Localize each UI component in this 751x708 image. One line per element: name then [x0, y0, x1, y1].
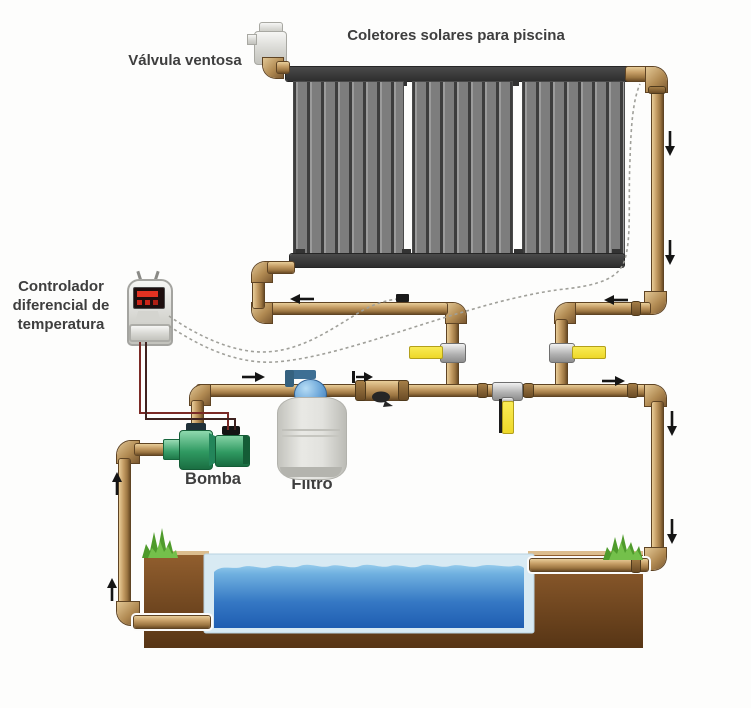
flow-arrow-down-icon [667, 519, 677, 544]
pipe-temperature-sensor [396, 294, 409, 302]
pump-wire-connector [222, 426, 240, 435]
tee-valve-rod [499, 399, 502, 433]
pump-motor-cap [243, 436, 250, 464]
check-valve-marker [352, 371, 355, 383]
pipe-coupling [632, 302, 640, 315]
pipe-coupling [524, 384, 533, 397]
controller-display-digits [137, 291, 158, 297]
deck-edge-right [528, 551, 643, 556]
pool-return-riser [652, 402, 663, 554]
filter-valve-handle-end [285, 370, 294, 387]
flow-arrow-down-icon [665, 131, 675, 156]
controller-label-line1: Controlador [18, 278, 104, 295]
pipe-coupling [649, 87, 665, 93]
controller-display [133, 287, 165, 309]
controller-funnel [135, 311, 161, 322]
collector-outlet-stub [626, 67, 648, 81]
flow-arrow-right-icon [242, 372, 265, 382]
pump-suction-pipe [135, 444, 168, 455]
elbow-suction-bottom [117, 602, 139, 625]
pump-outlet-stub [186, 423, 206, 433]
flow-arrow-down-icon [667, 411, 677, 436]
flow-arrow-down-icon [665, 240, 675, 265]
controller-display-dot [153, 300, 158, 305]
controller-label: Controlador diferencial de temperatura [4, 278, 118, 334]
filter-tank [277, 397, 347, 480]
vent-valve-label: Válvula ventosa [128, 52, 242, 69]
controller-label-line2: diferencial de [12, 296, 110, 314]
flow-arrow-right-icon [602, 376, 625, 386]
pipe-coupling [478, 384, 487, 397]
controller-power-wire-2 [145, 342, 236, 430]
pipe-coupling [628, 384, 637, 397]
elbow-top-right [646, 67, 667, 92]
pump-label: Bomba [185, 470, 241, 488]
tee-valve-handle [502, 401, 514, 434]
check-valve-rib [356, 381, 365, 400]
controller-display-dot [137, 300, 142, 305]
hot-return-pipe [568, 303, 650, 314]
sensor-wire-collector [168, 83, 641, 363]
pump-body [179, 430, 213, 470]
sensor-wire-pipe [168, 298, 399, 353]
controller-power-wire [139, 342, 229, 430]
collector-tab [296, 249, 305, 255]
flow-arrow-left-icon [604, 295, 628, 305]
ball-valve-cold-handle [409, 346, 443, 359]
check-valve-flap-tip [383, 401, 393, 407]
collector-panel-3 [522, 81, 625, 255]
collector-inlet-stub [268, 262, 294, 273]
collector-tab [510, 80, 519, 86]
elbow-return-to-pool [645, 385, 666, 406]
elbow-return-down [555, 303, 575, 323]
collector-panel-2 [412, 81, 513, 255]
collector-feed-pipe [266, 303, 447, 314]
flow-arrow-up-icon [107, 578, 117, 601]
pool-water [214, 564, 524, 628]
flow-arrow-right-icon [356, 372, 373, 382]
collector-top-header [286, 67, 632, 81]
elbow-riser-to-return [645, 292, 666, 314]
elbow-pump-discharge [190, 385, 210, 405]
grass-right-highlight [609, 542, 643, 560]
collector-tab [402, 249, 411, 255]
controller-bracket [129, 324, 171, 342]
elbow-feed-top [446, 303, 466, 323]
flow-arrow-left-icon [290, 294, 314, 304]
elbow-feed-up [252, 262, 272, 282]
riser-hot-right [652, 89, 663, 295]
filter-base-shade [280, 467, 342, 477]
grass-left-highlight [148, 541, 178, 558]
vent-valve-nub [247, 34, 257, 45]
elbow-feed-left [252, 303, 272, 323]
collector-panel-1 [293, 81, 404, 255]
vent-stub-pipe [277, 62, 289, 73]
collector-tab [612, 249, 621, 255]
collector-tab [514, 249, 523, 255]
filter-groove [282, 435, 340, 437]
elbow-suction-top [117, 441, 139, 463]
controller-label-line3: temperatura [17, 315, 105, 333]
controller-display-dot [145, 300, 150, 305]
feed-up-stub [253, 278, 264, 308]
collector-bottom-header [290, 254, 624, 267]
check-valve-rib [399, 381, 408, 400]
check-valve-body [356, 381, 408, 400]
pool-suction-pipe [134, 616, 210, 628]
pipe-coupling [632, 558, 640, 572]
main-supply-pipe [197, 385, 656, 396]
pool-return-pipe [530, 559, 648, 571]
diagram-title: Coletores solares para piscina [347, 27, 565, 44]
elbow-pool-return [645, 548, 666, 570]
suction-riser [119, 459, 130, 607]
filter-groove [282, 429, 340, 431]
flow-arrow-up-icon [112, 472, 122, 495]
ball-valve-hot-handle [572, 346, 606, 359]
check-valve-flap [372, 391, 390, 403]
filter-valve-handle [285, 370, 316, 379]
